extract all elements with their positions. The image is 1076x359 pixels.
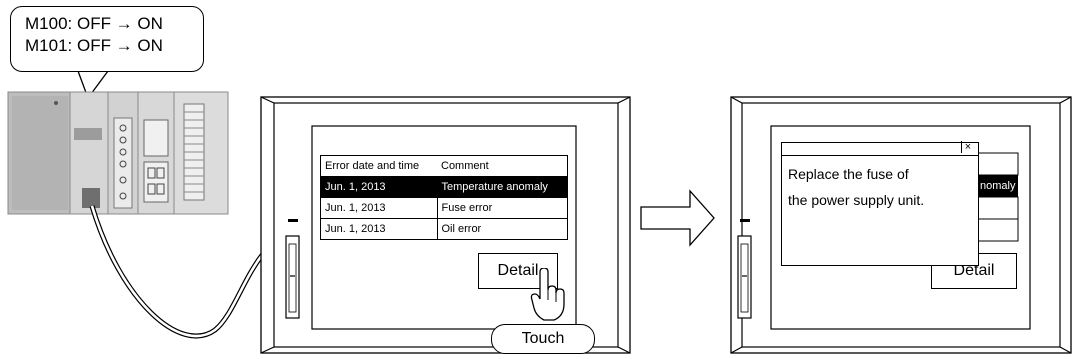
touch-label-text: Touch bbox=[521, 330, 565, 347]
error-history-table: Error date and time Comment Jun. 1, 2013… bbox=[320, 155, 568, 240]
row-comment: Oil error bbox=[436, 218, 568, 240]
popup-message-line-1: Replace the fuse of bbox=[788, 166, 909, 182]
popup-title-bar: × bbox=[782, 141, 978, 156]
row-date: Jun. 1, 2013 bbox=[320, 218, 438, 240]
plc-unit bbox=[7, 91, 229, 215]
table-header-row: Error date and time Comment bbox=[320, 155, 568, 177]
callout-line-1: M100: OFF → ON bbox=[25, 14, 163, 33]
column-header-comment: Comment bbox=[437, 155, 568, 177]
row-comment: Temperature anomaly bbox=[436, 176, 568, 198]
cable bbox=[89, 205, 296, 339]
column-header-date: Error date and time bbox=[320, 155, 437, 177]
detail-button-label: Detail bbox=[953, 262, 995, 279]
detail-popup: × Replace the fuse of the power supply u… bbox=[781, 141, 979, 266]
close-icon[interactable]: × bbox=[961, 141, 974, 153]
hand-pointer-icon bbox=[530, 268, 565, 321]
partial-row-comment: nomaly bbox=[980, 180, 1016, 192]
touch-label: Touch bbox=[491, 324, 595, 354]
popup-message-line-2: the power supply unit. bbox=[788, 192, 925, 208]
table-row[interactable]: Jun. 1, 2013 Temperature anomaly bbox=[320, 176, 568, 198]
table-row[interactable]: Jun. 1, 2013 Oil error bbox=[320, 218, 568, 240]
arrow-right-icon bbox=[640, 189, 715, 247]
table-row[interactable]: Jun. 1, 2013 Fuse error bbox=[320, 197, 568, 219]
row-comment: Fuse error bbox=[436, 197, 568, 219]
status-callout: M100: OFF → ON M101: OFF → ON bbox=[10, 6, 204, 72]
detail-button-label: Detail bbox=[497, 262, 539, 279]
callout-line-2: M101: OFF → ON bbox=[25, 36, 163, 55]
popup-message: Replace the fuse of the power supply uni… bbox=[788, 161, 924, 213]
row-date: Jun. 1, 2013 bbox=[320, 176, 438, 198]
row-date: Jun. 1, 2013 bbox=[320, 197, 438, 219]
